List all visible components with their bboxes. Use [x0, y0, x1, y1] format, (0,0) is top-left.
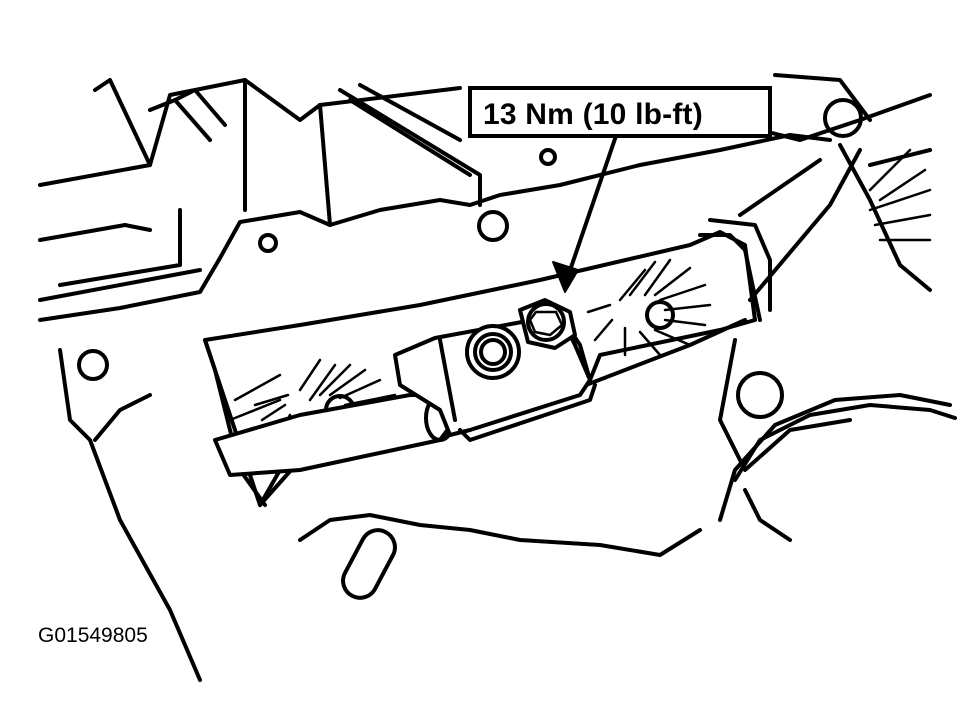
torque-label: 13 Nm (10 lb-ft) [483, 98, 703, 131]
spring-right [586, 148, 932, 357]
torque-callout: 13 Nm (10 lb-ft) [468, 86, 772, 138]
bolt [518, 298, 577, 350]
oval-slot [341, 528, 397, 600]
large-bore [718, 393, 957, 542]
figure-id-label: G01549805 [38, 624, 148, 647]
callout-arrow [552, 128, 620, 293]
bolt-holes [77, 98, 863, 419]
separator-plate [38, 133, 932, 682]
